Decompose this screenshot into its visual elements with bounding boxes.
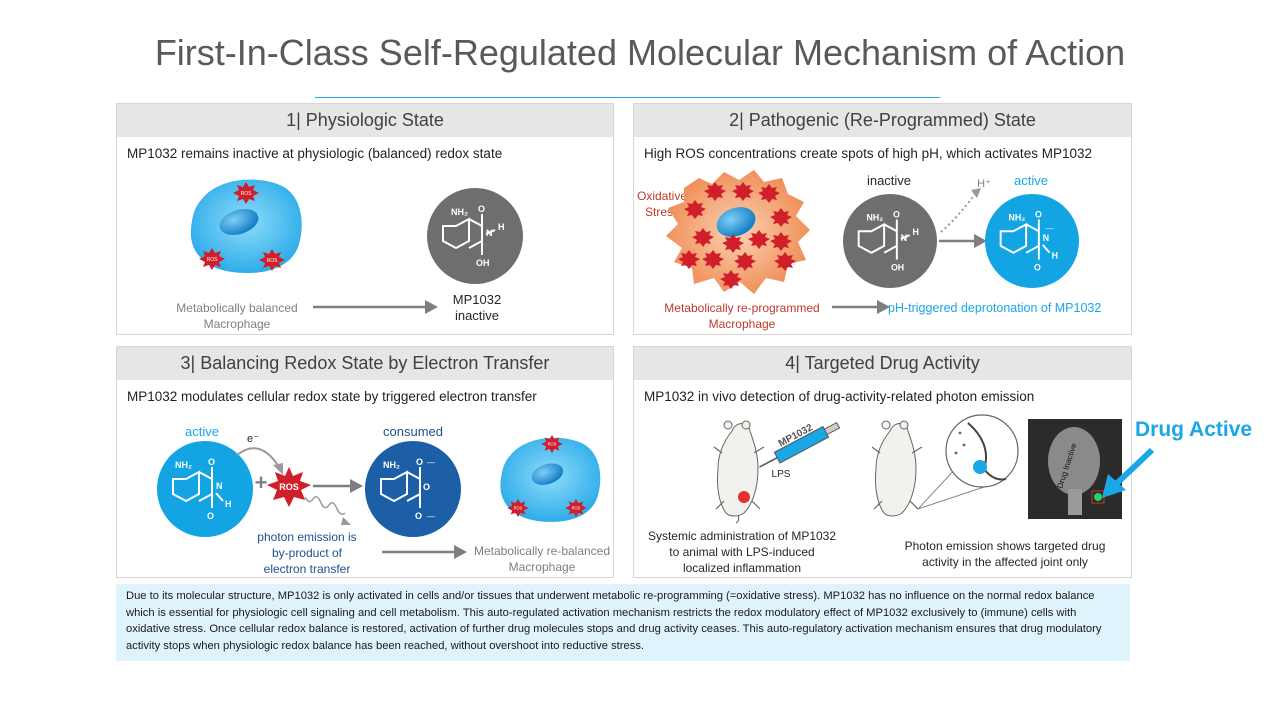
panel-pathogenic-state: 2| Pathogenic (Re-Programmed) State High… — [633, 103, 1132, 335]
arrow-right — [832, 300, 890, 314]
mouse-injection-illustration: MP1032 — [713, 420, 841, 524]
ros-marker: ROS — [199, 248, 225, 270]
ros-label: ROS — [572, 506, 581, 511]
panel-heading: 3| Balancing Redox State by Electron Tra… — [117, 347, 613, 380]
photon-wave — [304, 496, 351, 525]
lps-label: LPS — [771, 469, 791, 480]
svg-text:—: — — [1046, 224, 1054, 233]
arrow-right — [382, 545, 467, 559]
active-label: active — [1014, 173, 1048, 188]
panel-description: MP1032 modulates cellular redox state by… — [127, 389, 537, 404]
proton-release-arrow — [940, 188, 981, 233]
svg-text:O: O — [1034, 262, 1041, 272]
panel-physiologic-state: 1| Physiologic State MP1032 remains inac… — [116, 103, 614, 335]
panel-heading: 1| Physiologic State — [117, 104, 613, 137]
in-vivo-photon-image: Drug Inactive — [1028, 419, 1122, 519]
svg-text:N: N — [901, 233, 907, 243]
arrow-right — [313, 300, 438, 314]
plus-sign: + — [254, 470, 268, 495]
svg-text:H: H — [913, 227, 919, 237]
consumed-label: consumed — [383, 424, 443, 439]
proton-label: H⁺ — [977, 178, 991, 190]
panel-electron-transfer: 3| Balancing Redox State by Electron Tra… — [116, 346, 614, 578]
ros-marker-large: ROS — [267, 467, 311, 507]
ros-label: ROS — [207, 257, 219, 263]
electron-transfer-arrow — [236, 447, 283, 475]
ros-marker: ROS — [233, 182, 259, 204]
molecule-active-blue: NH₂ O N H O — — [985, 194, 1079, 288]
svg-text:NH₂: NH₂ — [451, 207, 468, 217]
svg-text:O: O — [423, 482, 430, 492]
svg-text:N: N — [486, 228, 493, 238]
ros-marker: ROS — [565, 499, 587, 517]
result-caption: pH-triggered deprotonation of MP1032 — [888, 301, 1102, 315]
title-divider — [315, 97, 940, 98]
panel-targeted-drug-activity: 4| Targeted Drug Activity MP1032 in vivo… — [633, 346, 1132, 578]
svg-text:O: O — [415, 511, 422, 521]
drug-active-callout: Drug Active — [1135, 418, 1253, 441]
panel-description: MP1032 remains inactive at physiologic (… — [127, 146, 503, 161]
ros-marker: ROS — [507, 499, 529, 517]
electron-label: e⁻ — [247, 433, 259, 445]
summary-text: Due to its molecular structure, MP1032 i… — [116, 584, 1130, 661]
svg-text:N: N — [1043, 233, 1049, 243]
svg-text:NH₂: NH₂ — [1009, 212, 1026, 222]
right-caption: Photon emission shows targeted drug acti… — [904, 539, 1106, 569]
svg-text:O: O — [1035, 210, 1042, 220]
svg-text:N: N — [216, 481, 223, 491]
molecule-consumed-navy: NH₂ O O O — — — [365, 441, 461, 537]
svg-text:O: O — [207, 511, 214, 521]
ros-label: ROS — [241, 191, 253, 197]
svg-text:—: — — [427, 512, 435, 521]
mouse-joint-zoom-illustration — [871, 414, 1019, 517]
svg-text:O: O — [478, 204, 485, 214]
arrow-right — [939, 234, 987, 248]
arrow-right — [313, 479, 363, 493]
page-title: First-In-Class Self-Regulated Molecular … — [154, 32, 1126, 73]
molecule-active-blue: NH₂ O N H O — [157, 441, 253, 537]
macrophage-reprogrammed-illustration — [666, 170, 810, 294]
inactive-label: inactive — [866, 173, 912, 188]
molecule-inactive-grey: NH₂ O N H OH — [843, 194, 937, 288]
macrophage-balanced-illustration — [190, 179, 302, 274]
molecule-inactive-grey: NH₂ O N H OH — [427, 188, 523, 284]
svg-text:H: H — [1052, 251, 1058, 261]
svg-text:NH₂: NH₂ — [383, 460, 400, 470]
svg-text:O: O — [416, 457, 423, 467]
ros-label: ROS — [514, 506, 523, 511]
active-label: active — [185, 424, 219, 439]
panel-description: MP1032 in vivo detection of drug-activit… — [644, 389, 1035, 404]
svg-text:O: O — [208, 457, 215, 467]
svg-text:OH: OH — [891, 262, 904, 272]
ros-marker: ROS — [259, 249, 285, 271]
svg-text:H: H — [498, 222, 505, 232]
cell-caption: Metabolically balanced Macrophage — [176, 301, 298, 331]
svg-text:NH₂: NH₂ — [175, 460, 192, 470]
ros-cluster — [678, 182, 796, 289]
svg-text:H: H — [225, 499, 232, 509]
svg-text:NH₂: NH₂ — [867, 212, 884, 222]
ros-label: ROS — [279, 482, 299, 492]
left-caption: Systemic administration of MP1032 to ani… — [647, 529, 837, 575]
ros-label: ROS — [267, 258, 279, 264]
panel-description: High ROS concentrations create spots of … — [644, 146, 1092, 161]
ros-marker: ROS — [541, 435, 563, 453]
result-caption: MP1032 inactive — [452, 292, 502, 323]
drug-active-arrow — [1102, 447, 1155, 498]
svg-text:—: — — [427, 458, 435, 467]
cell-caption: Metabolically re-programmed Macrophage — [664, 301, 820, 331]
ros-label: ROS — [548, 442, 557, 447]
svg-text:OH: OH — [476, 258, 490, 268]
svg-text:O: O — [893, 210, 900, 220]
panel-heading: 2| Pathogenic (Re-Programmed) State — [634, 104, 1131, 137]
photon-emission-caption: photon emission is by-product of electro… — [257, 530, 357, 576]
cell-caption: Metabolically re-balanced Macrophage — [473, 544, 611, 574]
panel-heading: 4| Targeted Drug Activity — [634, 347, 1131, 380]
